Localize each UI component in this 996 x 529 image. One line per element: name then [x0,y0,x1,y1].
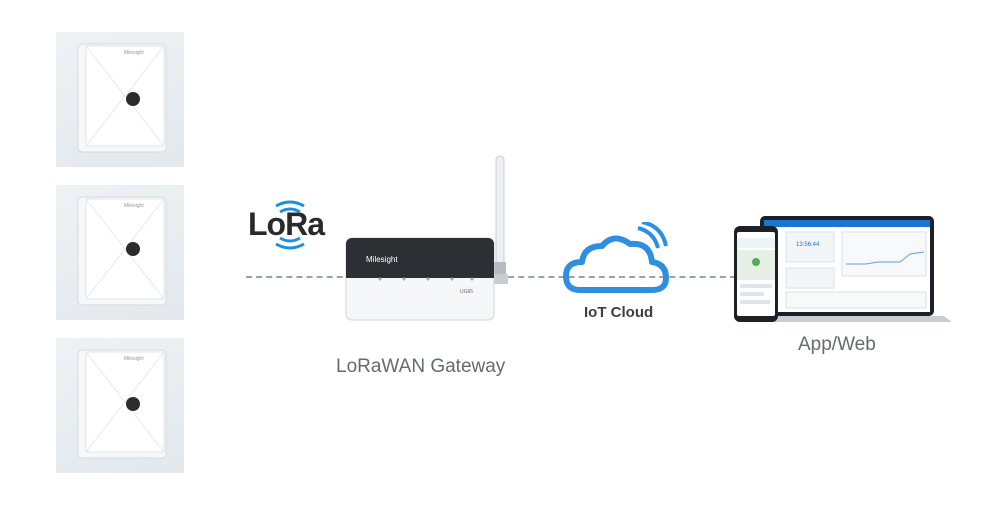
lora-wave-icon [275,200,305,250]
sensor-device-1: Milesight [56,32,184,167]
app-web-label: App/Web [798,334,876,355]
lorawan-gateway: Milesight UG65 [340,150,520,325]
gateway-label: LoRaWAN Gateway [336,356,506,377]
app-web-devices: 13:56:44 [730,212,960,327]
gateway-brand: Milesight [366,255,398,264]
svg-text:Milesight: Milesight [124,50,144,56]
gateway-model: UG65 [460,289,473,295]
lora-logo-text: LoRa [248,206,325,242]
lora-logo: LoRa [248,196,338,252]
cloud-label: IoT Cloud [584,304,654,321]
dashboard-time: 13:56:44 [796,242,820,248]
svg-text:Milesight: Milesight [124,356,144,362]
cloud-icon [562,220,672,298]
sensor-device-2: Milesight [56,185,184,320]
sensor-device-3: Milesight [56,338,184,473]
svg-text:Milesight: Milesight [124,203,144,209]
